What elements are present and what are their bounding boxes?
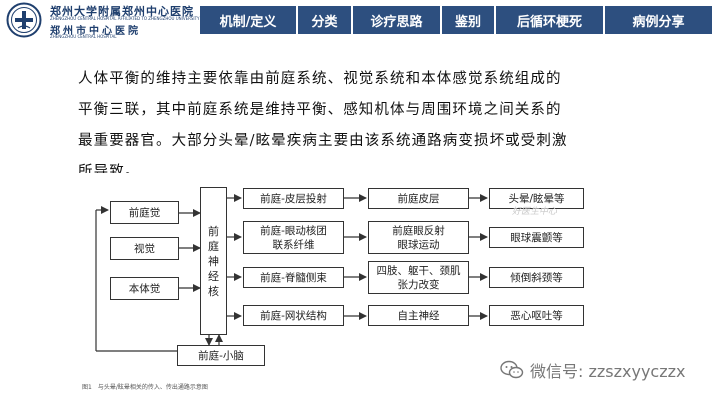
input-vision: 视觉 bbox=[110, 237, 179, 260]
symptom-nausea: 恶心呕吐等 bbox=[489, 305, 584, 326]
vestibular-nuclei: 前 庭 神 经 核 bbox=[200, 187, 227, 335]
cerebellum-box: 前庭-小脑 bbox=[177, 345, 265, 366]
input-vestibular: 前庭觉 bbox=[110, 201, 179, 224]
target-cortex: 前庭皮层 bbox=[368, 188, 469, 209]
figure-caption: 图1 与头晕/眩晕相关的传入、传出通路示意图 bbox=[82, 384, 208, 391]
hospital-name-en: ZHENGZHOU CENTRAL HOSPITAL AFFILIATED TO… bbox=[50, 16, 200, 21]
tab-classification[interactable]: 分类 bbox=[298, 6, 353, 34]
core-char: 庭 bbox=[208, 239, 219, 253]
wechat-id-text: 微信号: zzszxyyczzx bbox=[530, 362, 686, 381]
faint-watermark: 好医生中心 bbox=[512, 207, 558, 217]
target-muscle-tone: 四肢、躯干、颈肌 张力改变 bbox=[368, 261, 469, 294]
pathway-reticular: 前庭-网状结构 bbox=[243, 305, 344, 326]
core-char: 前 bbox=[208, 224, 219, 238]
core-char: 神 bbox=[208, 254, 219, 268]
symptom-dizziness: 头晕/眩晕等 bbox=[489, 188, 584, 209]
symptom-falling: 倾倒斜颈等 bbox=[489, 267, 584, 288]
tab-mechanism-definition[interactable]: 机制/定义 bbox=[200, 6, 298, 34]
hospital-name-en-2: ZHENGZHOU CENTRAL HOSPITAL bbox=[50, 34, 117, 39]
input-proprioception: 本体觉 bbox=[110, 277, 179, 300]
tab-posterior-circulation-infarction[interactable]: 后循环梗死 bbox=[496, 6, 605, 34]
wechat-watermark: 微信号: zzszxyyczzx bbox=[500, 358, 685, 382]
body-line: 平衡三联，其中前庭系统是维持平衡、感知机体与周围环境之间关系的 bbox=[78, 102, 562, 118]
wechat-icon bbox=[500, 360, 524, 379]
core-char: 核 bbox=[208, 284, 219, 298]
nav-bar: 机制/定义 分类 诊疗思路 鉴别 后循环梗死 病例分享 bbox=[200, 6, 712, 34]
header: 郑州大学附属郑州中心医院 ZHENGZHOU CENTRAL HOSPITAL … bbox=[0, 0, 720, 40]
hospital-logo-icon bbox=[6, 2, 42, 38]
tab-diagnosis-approach[interactable]: 诊疗思路 bbox=[353, 6, 442, 34]
pathway-spinal: 前庭-脊髓侧束 bbox=[243, 267, 344, 288]
pathway-oculomotor: 前庭-眼动核团 联系纤维 bbox=[243, 221, 344, 254]
body-paragraph: 人体平衡的维持主要依靠由前庭系统、视觉系统和本体感觉系统组成的 平衡三联，其中前… bbox=[78, 64, 648, 177]
pathway-cortical: 前庭-皮层投射 bbox=[243, 188, 344, 209]
symptom-nystagmus: 眼球震颤等 bbox=[489, 227, 584, 248]
target-vor: 前庭眼反射 眼球运动 bbox=[368, 221, 469, 254]
core-char: 经 bbox=[208, 269, 219, 283]
pathway-diagram: 前庭觉 视觉 本体觉 前 庭 神 经 核 前庭-小脑 前庭-皮层投射 前庭-眼动… bbox=[76, 173, 636, 400]
tab-case-sharing[interactable]: 病例分享 bbox=[632, 14, 685, 30]
tab-differential[interactable]: 鉴别 bbox=[442, 6, 496, 34]
hospital-name-cn-2: 郑州市中心医院 bbox=[50, 26, 141, 37]
target-autonomic: 自主神经 bbox=[368, 305, 469, 326]
hospital-name-cn: 郑州大学附属郑州中心医院 bbox=[50, 5, 194, 18]
body-line: 人体平衡的维持主要依靠由前庭系统、视觉系统和本体感觉系统组成的 bbox=[78, 71, 562, 87]
body-line: 最重要器官。大部分头晕/眩晕疾病主要由该系统通路病变损坏或受刺激 bbox=[78, 133, 568, 149]
